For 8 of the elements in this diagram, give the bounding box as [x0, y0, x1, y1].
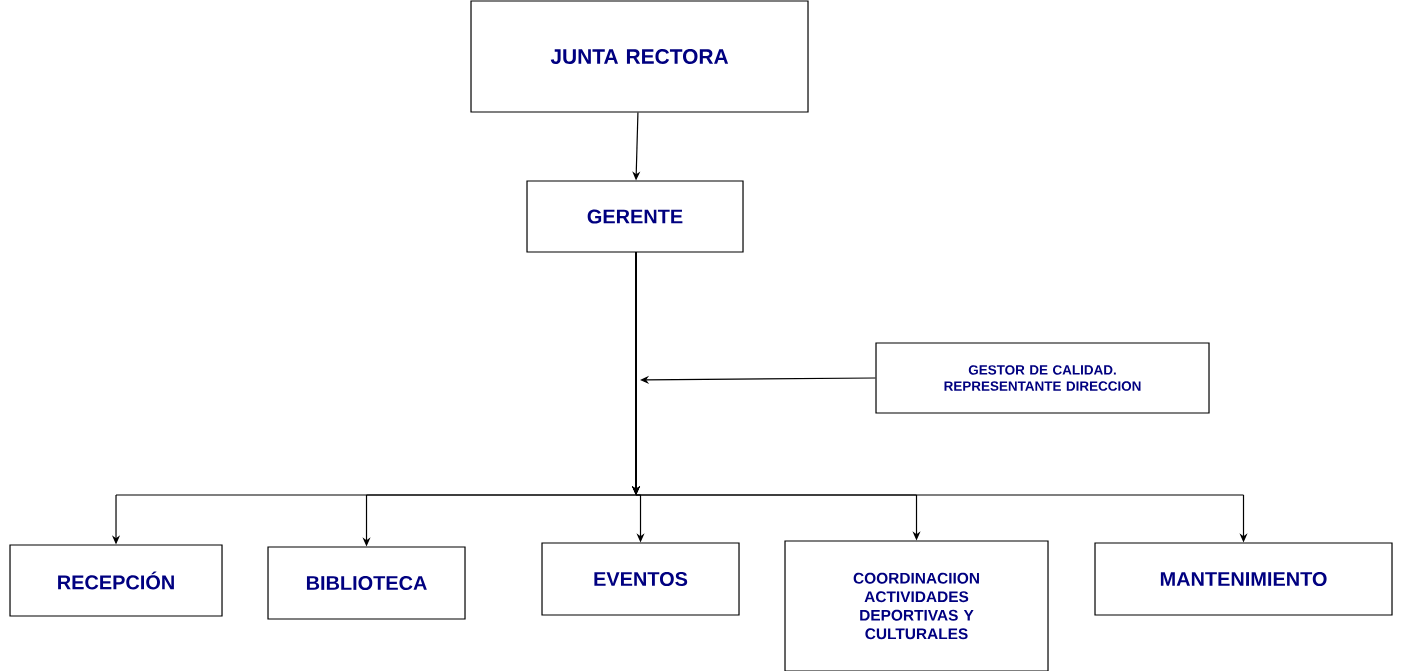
org-box: MANTENIMIENTO	[1094, 542, 1393, 616]
org-box: BIBLIOTECA	[267, 546, 466, 620]
org-box: GESTOR DE CALIDAD. REPRESENTANTE DIRECCION	[875, 342, 1210, 414]
org-box: COORDINACIION ACTIVIDADES DEPORTIVAS Y CULTURALES	[784, 540, 1049, 671]
org-box: GERENTE	[526, 180, 744, 253]
org-box: JUNTA RECTORA	[470, 0, 809, 113]
org-box: EVENTOS	[541, 542, 740, 616]
org-box: RECEPCIÓN	[9, 544, 223, 617]
